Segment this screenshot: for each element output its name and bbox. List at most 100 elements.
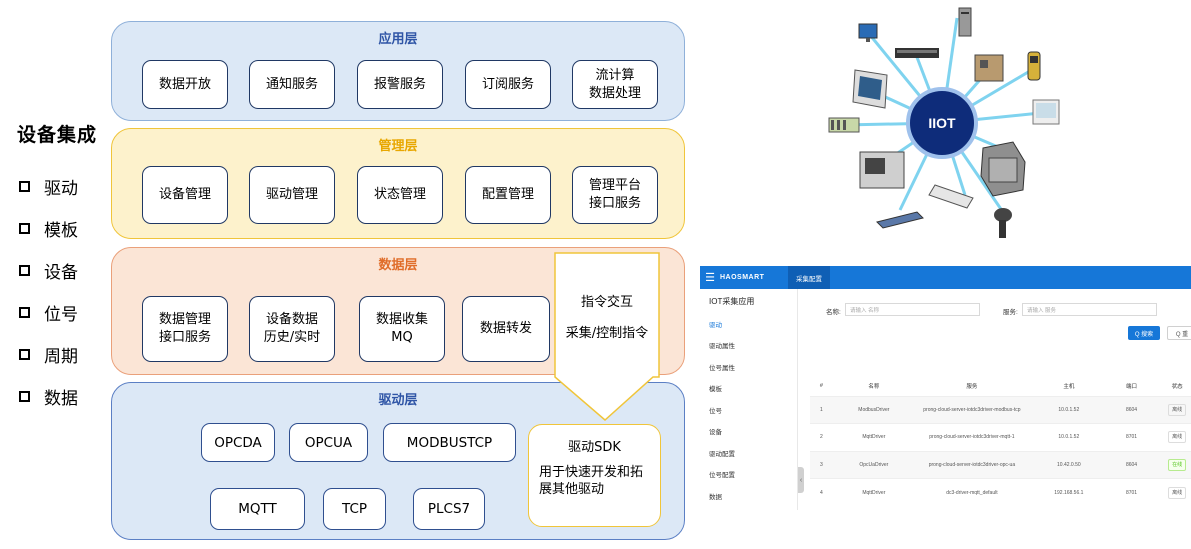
app-logo: HAOSMART: [720, 274, 765, 281]
computer-icon: [852, 69, 888, 109]
data-management-api-box: 数据管理 接口服务: [142, 296, 228, 362]
iiot-network-illustration: IIOT: [828, 7, 1060, 238]
barcode-gun-icon: [994, 208, 1012, 238]
monitor-icon: [858, 23, 878, 42]
sidebar-item-driver-attr[interactable]: 驱动属性: [709, 343, 735, 351]
list-item: 数据: [19, 375, 78, 417]
layer-title: 应用层: [378, 32, 418, 47]
status-badge: 离线: [1168, 403, 1187, 416]
alarm-service-box: 报警服务: [357, 60, 443, 109]
data-collection-mq-box: 数据收集 MQ: [359, 296, 445, 362]
sidebar-item-template[interactable]: 模板: [709, 386, 722, 394]
router-icon: [876, 211, 924, 229]
service-filter-label: 服务:: [1003, 309, 1018, 316]
square-bullet-icon: [19, 180, 30, 192]
iiot-hub-icon: [906, 87, 978, 159]
column-header: 服务: [914, 376, 1029, 396]
name-filter-label: 名称:: [826, 309, 841, 316]
subscription-service-box: 订阅服务: [465, 60, 551, 109]
sidebar-item-point-attr[interactable]: 位号属性: [709, 364, 735, 372]
tower-server-icon: [958, 7, 972, 37]
layer-title: 数据层: [378, 258, 418, 273]
application-layer: 应用层 数据开放 通知服务 报警服务 订阅服务 流计算 数据处理: [111, 21, 685, 121]
table-row[interactable]: 1 ModbusDriver prong-cloud-server-iotdc3…: [810, 395, 1191, 424]
column-header: 主机: [1028, 376, 1109, 396]
square-bullet-icon: [19, 264, 30, 276]
column-header: 端口: [1108, 376, 1155, 396]
rack-device-icon: [895, 48, 939, 58]
collapse-sidebar-button[interactable]: ‹: [798, 467, 804, 493]
table-row[interactable]: 2 MqttDriver prong-cloud-server-iotdc3dr…: [810, 423, 1191, 451]
hmi-panel-icon: [1032, 99, 1060, 125]
modbustcp-box: MODBUSTCP: [383, 423, 516, 462]
table-row[interactable]: 4 MqttDriver dc3-driver-mqtt_default 192…: [810, 478, 1191, 506]
stream-compute-box: 流计算 数据处理: [572, 60, 658, 109]
name-filter-input[interactable]: 请输入 名称: [845, 303, 980, 316]
tab-collection-config[interactable]: 采集配置: [788, 266, 830, 289]
list-item: 模板: [19, 207, 78, 249]
plcs7-box: PLCS7: [413, 488, 485, 530]
platform-api-box: 管理平台 接口服务: [572, 166, 658, 224]
menu-icon[interactable]: ☰: [705, 272, 715, 284]
config-management-box: 配置管理: [465, 166, 551, 224]
status-management-box: 状态管理: [357, 166, 443, 224]
sdk-title: 驱动SDK: [568, 440, 621, 455]
service-filter-input[interactable]: 请输入 服务: [1022, 303, 1157, 316]
square-bullet-icon: [19, 390, 30, 402]
section-title: 设备集成: [17, 124, 98, 146]
opcda-box: OPCDA: [201, 423, 275, 462]
column-header: 名称: [832, 376, 915, 396]
app-header: ☰ HAOSMART 采集配置: [700, 266, 1191, 289]
list-item: 驱动: [19, 165, 78, 207]
status-badge: 离线: [1168, 431, 1187, 444]
sidebar-item-data[interactable]: 数据: [709, 493, 722, 501]
label-printer-icon: [859, 151, 905, 189]
list-item: 设备: [19, 249, 78, 291]
table-row[interactable]: 3 OpcUaDriver prong-cloud-server-iotdc3d…: [810, 450, 1191, 479]
column-header: 状态: [1154, 376, 1191, 396]
tcp-box: TCP: [323, 488, 386, 530]
sidebar-item-point[interactable]: 位号: [709, 407, 722, 415]
driver-table: # 名称 服务 主机 端口 状态 1 ModbusDriver prong-cl…: [810, 376, 1191, 506]
handheld-scanner-icon: [1027, 51, 1041, 81]
notification-service-box: 通知服务: [249, 60, 335, 109]
device-management-box: 设备管理: [142, 166, 228, 224]
status-badge: 离线: [1168, 486, 1187, 499]
feature-list: 驱动 模板 设备 位号 周期 数据: [19, 165, 78, 417]
layer-title: 管理层: [378, 139, 418, 154]
iiot-hub-label: IIOT: [928, 115, 956, 131]
column-header: #: [810, 376, 833, 396]
plc-module-icon: [828, 117, 860, 133]
sidebar-item-driver-config[interactable]: 驱动配置: [709, 450, 735, 458]
opcua-box: OPCUA: [289, 423, 368, 462]
search-button[interactable]: Q 搜索: [1128, 326, 1160, 340]
square-bullet-icon: [19, 222, 30, 234]
command-arrow-line1: 指令交互: [580, 295, 633, 310]
sdk-description: 用于快速开发和拓展其他驱动: [539, 465, 644, 497]
sidebar-title: IOT采集应用: [709, 296, 755, 306]
management-layer: 管理层 设备管理 驱动管理 状态管理 配置管理 管理平台 接口服务: [111, 128, 685, 239]
reset-button[interactable]: Q 重: [1167, 326, 1191, 340]
network-switch-icon: [928, 184, 974, 209]
driver-layer: 驱动层 OPCDA OPCUA MODBUSTCP MQTT TCP PLCS7…: [111, 382, 685, 540]
list-item: 位号: [19, 291, 78, 333]
command-arrow-line2: 采集/控制指令: [565, 326, 649, 341]
data-open-box: 数据开放: [142, 60, 228, 109]
iot-app-screenshot: ☰ HAOSMART 采集配置 IOT采集应用 驱动 驱动属性 位号属性 模板 …: [700, 266, 1191, 510]
status-badge: 在线: [1168, 458, 1187, 471]
industrial-server-icon: [980, 141, 1026, 197]
mqtt-box: MQTT: [210, 488, 305, 530]
sidebar-item-device[interactable]: 设备: [709, 429, 722, 437]
square-bullet-icon: [19, 306, 30, 318]
sidebar: IOT采集应用 驱动 驱动属性 位号属性 模板 位号 设备 驱动配置 位号配置 …: [700, 289, 798, 510]
layer-title: 驱动层: [378, 393, 418, 408]
sidebar-item-point-config[interactable]: 位号配置: [709, 472, 735, 480]
device-data-box: 设备数据 历史/实时: [249, 296, 335, 362]
driver-sdk-box: 驱动SDK 用于快速开发和拓展其他驱动: [528, 424, 661, 527]
list-item: 周期: [19, 333, 78, 375]
driver-management-box: 驱动管理: [249, 166, 335, 224]
data-forwarding-box: 数据转发: [462, 296, 550, 362]
control-cabinet-icon: [974, 54, 1004, 82]
sidebar-item-driver[interactable]: 驱动: [709, 321, 722, 329]
